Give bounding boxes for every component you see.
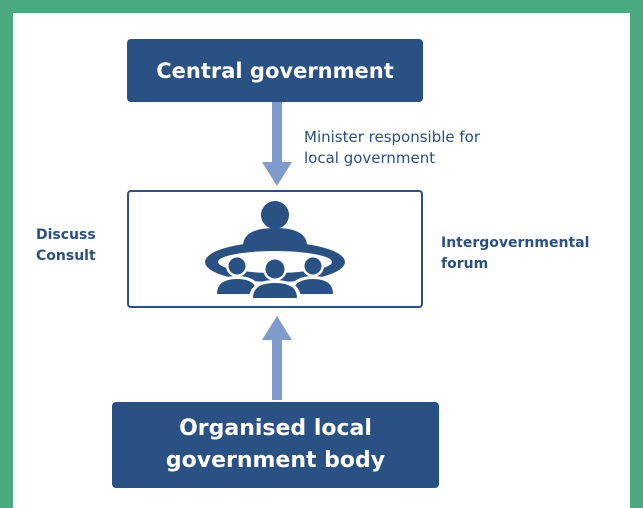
central-government-box: Central government (127, 39, 423, 102)
minister-label: Minister responsible for local governmen… (304, 127, 480, 169)
forum-line-2: forum (441, 256, 489, 272)
minister-line-1: Minister responsible for (304, 128, 481, 146)
local-government-line-2: government body (165, 448, 386, 473)
forum-line-1: Intergovernmental (441, 235, 590, 251)
minister-line-2: local government (304, 149, 436, 167)
forum-label: Intergovernmental forum (441, 233, 589, 275)
consult-label: Consult (36, 248, 96, 264)
up-arrow (262, 316, 292, 400)
local-government-line-1: Organised local (179, 416, 372, 441)
meeting-table-icon (205, 201, 345, 300)
central-government-label: Central government (156, 58, 394, 83)
down-arrow (262, 102, 292, 186)
discuss-consult-label: Discuss Consult (36, 225, 96, 267)
local-government-box: Organised local government body (112, 402, 439, 488)
discuss-label: Discuss (36, 227, 96, 243)
